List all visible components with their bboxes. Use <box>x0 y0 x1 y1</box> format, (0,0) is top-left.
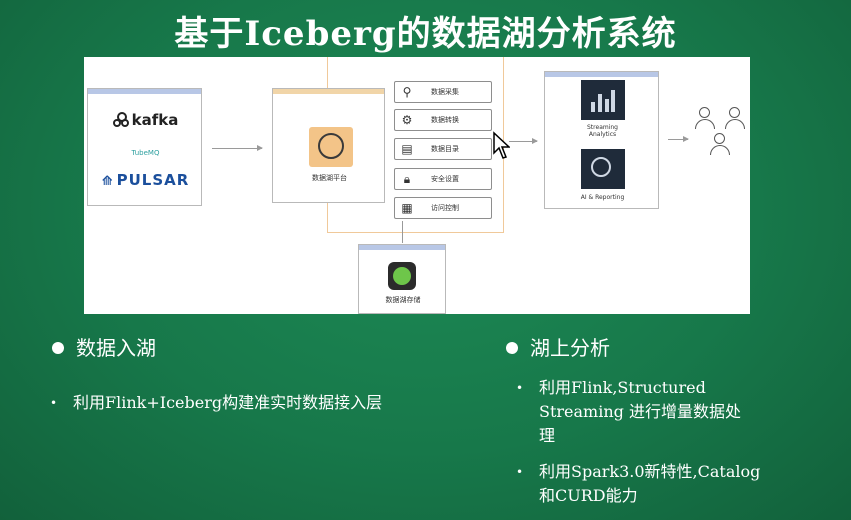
bullet-dot <box>506 342 518 354</box>
tubemq-logo: TubeMQ <box>88 149 203 157</box>
feature-label: 数据采集 <box>431 88 459 96</box>
lake-platform-card: 数据湖平台 <box>272 88 385 203</box>
storage-label: 数据湖存储 <box>385 296 421 304</box>
card-topbar <box>359 245 445 250</box>
kafka-label: kafka <box>131 111 179 129</box>
mouse-cursor-icon <box>493 131 510 159</box>
ai-reporting-label: AI & Reporting <box>580 194 625 201</box>
lake-storage-card: 数据湖存储 <box>358 244 446 314</box>
data-sources-card: kafka TubeMQ ⟰PULSAR <box>87 88 202 206</box>
data-lake-icon <box>309 127 353 167</box>
kafka-icon <box>112 112 129 128</box>
bullet-dot: • <box>516 465 524 479</box>
lake-platform-label: 数据湖平台 <box>312 174 347 182</box>
arrow-platform-to-analytics <box>509 138 538 144</box>
right-section-item: • 利用Flink,Structured Streaming 进行增量数据处 理 <box>516 378 741 445</box>
lock-icon: 🔒︎ <box>403 172 411 186</box>
pulsar-icon: ⟰ <box>101 174 114 189</box>
feature-data-transform: ⚙ 数据转换 <box>394 109 492 131</box>
users-icon <box>694 107 752 167</box>
feature-label: 安全设置 <box>431 175 459 183</box>
arrow-analytics-to-users <box>668 136 689 142</box>
search-icon: ⚲ <box>402 85 412 99</box>
pulsar-logo: ⟰PULSAR <box>88 171 203 189</box>
card-topbar <box>273 89 384 94</box>
architecture-diagram: kafka TubeMQ ⟰PULSAR 数据湖平台 ⚲ 数据采集 ⚙ 数据转换… <box>84 57 750 314</box>
bullet-dot: • <box>516 381 524 395</box>
storage-icon <box>388 262 416 290</box>
gear-icon: ⚙ <box>401 113 413 127</box>
kafka-logo: kafka <box>88 111 203 129</box>
tubemq-label: TubeMQ <box>131 149 160 157</box>
left-section-heading: 数据入湖 <box>52 332 156 361</box>
card-topbar <box>545 72 658 77</box>
access-icon: ▦ <box>401 201 413 215</box>
catalog-icon: ▤ <box>401 142 413 156</box>
card-topbar <box>88 89 201 94</box>
ai-icon <box>581 149 625 189</box>
feature-label: 数据转换 <box>431 116 459 124</box>
pulsar-label: PULSAR <box>116 171 190 189</box>
bullet-dot: • <box>50 396 58 410</box>
streaming-icon <box>581 80 625 120</box>
feature-security-settings: 🔒︎ 安全设置 <box>394 168 492 190</box>
feature-data-catalog: ▤ 数据目录 <box>394 138 492 160</box>
slide-title: 基于Iceberg的数据湖分析系统 <box>174 14 677 54</box>
right-section-heading: 湖上分析 <box>506 332 610 361</box>
feature-data-collection: ⚲ 数据采集 <box>394 81 492 103</box>
arrow-sources-to-lake <box>212 145 263 151</box>
feature-label: 数据目录 <box>431 145 459 153</box>
feature-label: 访问控制 <box>431 204 459 212</box>
feature-access-control: ▦ 访问控制 <box>394 197 492 219</box>
storage-connector <box>402 221 403 243</box>
heading-text: 湖上分析 <box>530 336 610 360</box>
right-section-item: • 利用Spark3.0新特性,Catalog 和CURD能力 <box>516 462 761 505</box>
bullet-dot <box>52 342 64 354</box>
left-section-item: • 利用Flink+Iceberg构建准实时数据接入层 <box>50 391 490 415</box>
heading-text: 数据入湖 <box>76 336 156 360</box>
